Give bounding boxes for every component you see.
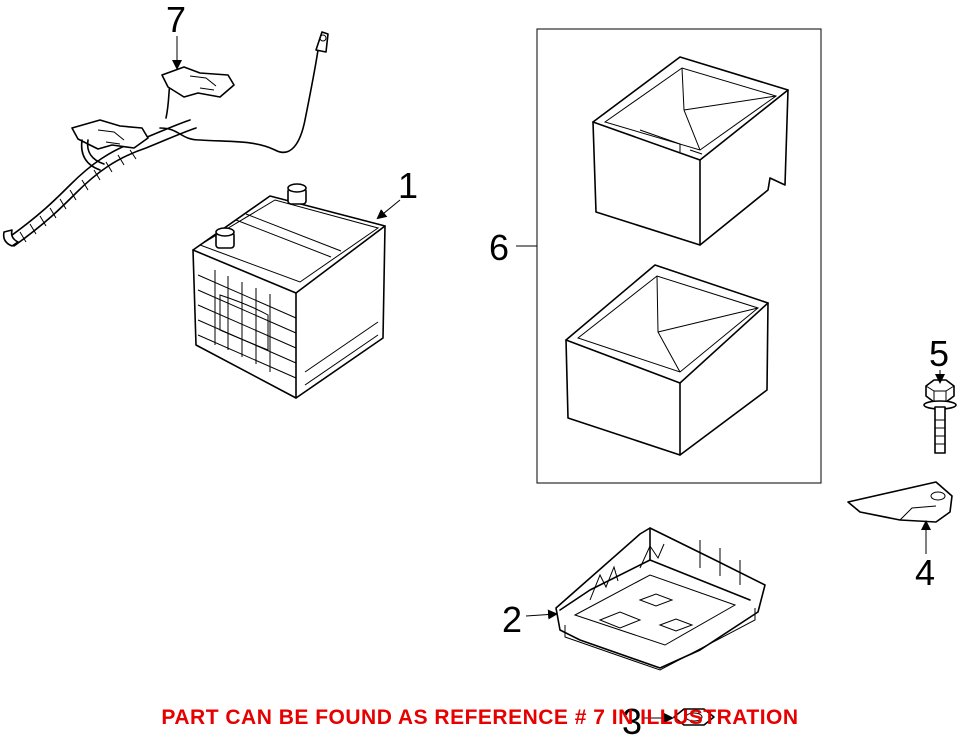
callout-4: 4 — [915, 552, 935, 593]
callout-6: 6 — [489, 227, 509, 268]
callout-1: 1 — [398, 165, 418, 206]
hold-down-bolt — [923, 379, 957, 454]
callout-7: 7 — [166, 0, 186, 40]
callout-2: 2 — [502, 599, 522, 640]
battery-cable-harness — [2, 31, 329, 247]
leader-2 — [525, 609, 558, 620]
callouts: 7 1 6 5 4 2 3 — [166, 0, 949, 739]
callout-3: 3 — [622, 701, 642, 739]
leader-1 — [376, 199, 401, 220]
battery-tray — [555, 527, 766, 671]
reference-box — [536, 28, 822, 484]
reference-notice: PART CAN BE FOUND AS REFERENCE # 7 IN IL… — [161, 706, 799, 729]
nut — [673, 708, 715, 726]
battery-case-group — [536, 28, 822, 484]
callout-5: 5 — [929, 333, 949, 374]
battery — [192, 183, 386, 399]
hold-down-bracket — [847, 481, 953, 523]
